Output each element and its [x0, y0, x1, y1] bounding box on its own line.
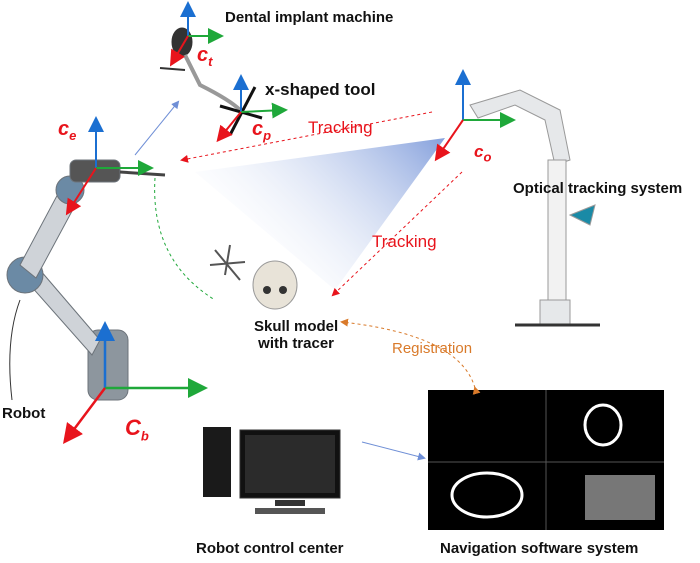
frame-cp-axes	[216, 74, 288, 143]
frame-cp-label: cp	[252, 118, 272, 143]
navigation-software-shape	[428, 390, 664, 530]
dental-implant-machine	[159, 27, 242, 112]
frame-cb-axes	[63, 321, 208, 444]
optical-tracker-shape	[469, 89, 600, 327]
frame-ce-axes	[65, 116, 154, 216]
skull-model-line1: Skull model	[254, 318, 339, 335]
tracking-arrow-tool	[180, 111, 433, 163]
robot-label: Robot	[2, 405, 46, 422]
frame-ct-axes	[169, 1, 224, 67]
robot-skull-arc	[154, 177, 216, 301]
skull-model-shape	[209, 244, 298, 310]
robot-control-center-shape	[203, 427, 341, 514]
tracking-label-2: Tracking	[372, 232, 437, 251]
tracking-label-1: Tracking	[308, 118, 373, 137]
robot-to-tool-arrow	[134, 100, 180, 156]
frame-cb-label: Cb	[125, 415, 149, 444]
optical-tracking-system-label: Optical tracking system	[513, 180, 683, 197]
x-shaped-tool-label: x-shaped tool	[265, 80, 376, 99]
frame-ct-label: ct	[197, 44, 213, 69]
registration-arrow	[340, 318, 481, 395]
frame-ce-label: ce	[58, 118, 77, 143]
dental-implant-machine-label: Dental implant machine	[225, 9, 394, 26]
tracking-cone	[195, 138, 445, 290]
control-to-navigation-arrow	[361, 441, 426, 461]
navigation-software-system-label: Navigation software system	[440, 540, 639, 557]
robot-control-center-label: Robot control center	[196, 540, 344, 557]
skull-model-line2: with tracer	[258, 335, 335, 352]
frame-co-label: co	[474, 142, 492, 165]
robot-arm	[6, 159, 166, 401]
frame-co-axes	[434, 69, 516, 162]
registration-label: Registration	[392, 340, 473, 357]
